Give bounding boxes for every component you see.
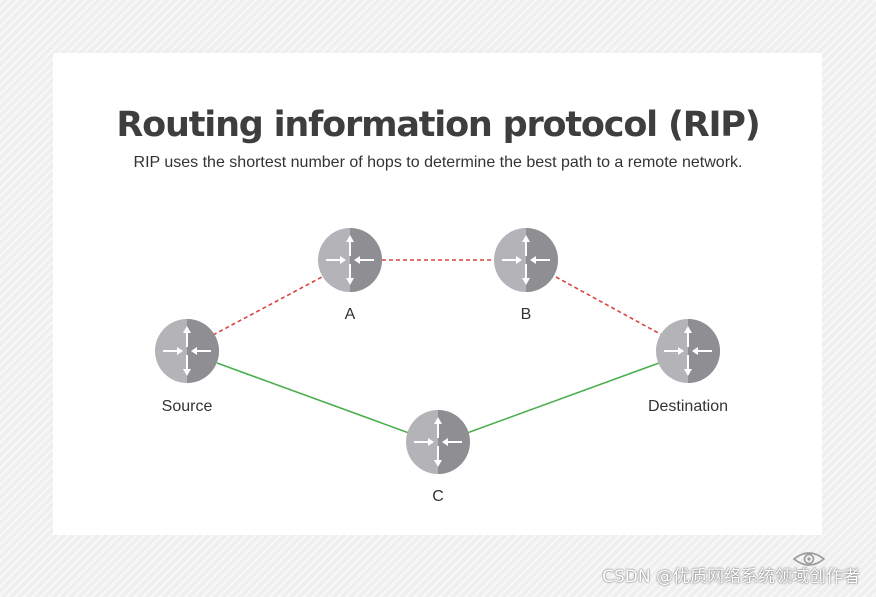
diagram-title: Routing information protocol (RIP) <box>116 105 760 145</box>
router-icon-source <box>155 319 219 383</box>
node-label-b: B <box>521 306 532 323</box>
node-label-c: C <box>432 488 444 505</box>
eye-icon <box>792 552 826 566</box>
dashed-link-b-destination <box>555 276 663 336</box>
node-label-destination: Destination <box>648 398 728 415</box>
diagram-subtitle: RIP uses the shortest number of hops to … <box>133 154 743 171</box>
node-label-source: Source <box>162 398 213 415</box>
router-icon-a <box>318 228 382 292</box>
dashed-link-source-a <box>212 276 323 336</box>
router-icon-b <box>494 228 558 292</box>
solid-link-c-destination <box>466 362 660 434</box>
router-icon-c <box>406 410 470 474</box>
solid-link-source-c <box>216 362 410 434</box>
node-label-a: A <box>345 306 356 323</box>
watermark-text: CSDN @优质网络系统领域创作者 <box>602 567 860 587</box>
router-icon-destination <box>656 319 720 383</box>
